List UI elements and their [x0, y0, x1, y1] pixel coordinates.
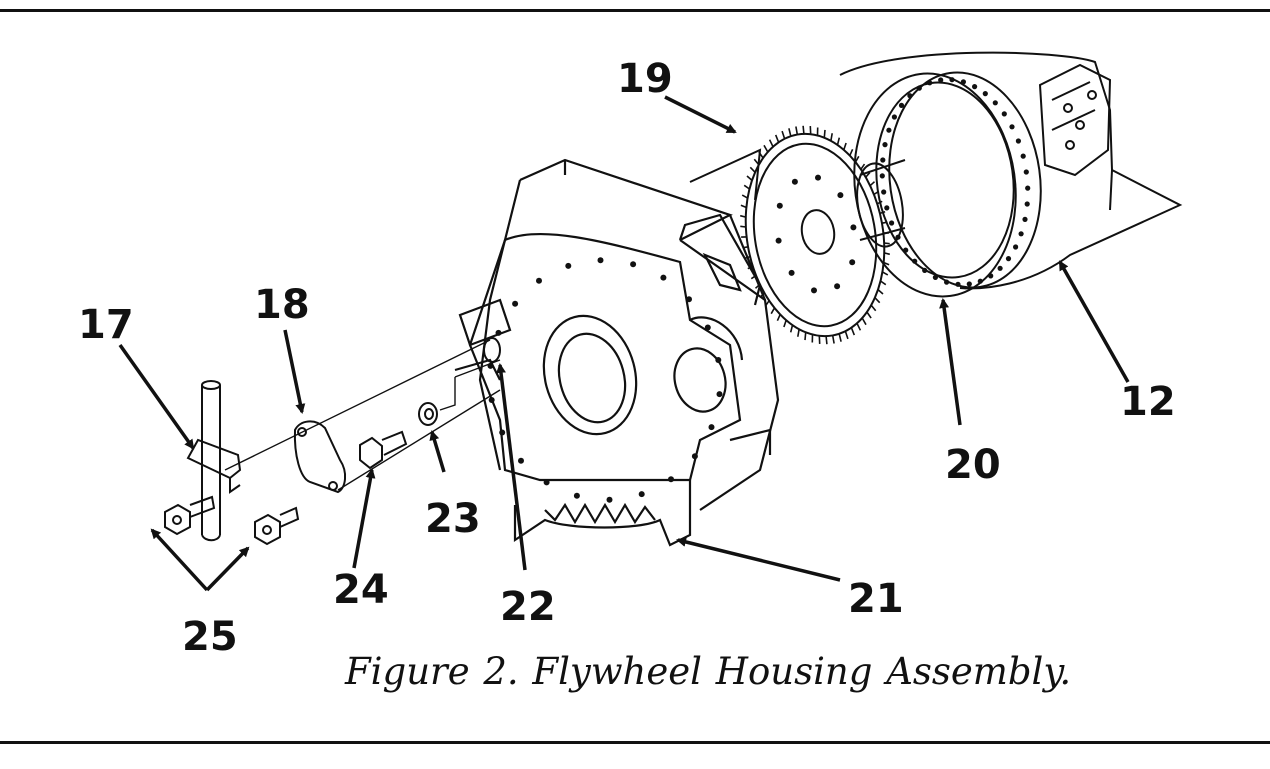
callout-17: 17: [78, 302, 134, 348]
bolt-hole: [837, 192, 844, 199]
washer: [418, 402, 438, 426]
bolt-hole: [850, 224, 857, 231]
bolt-hole: [565, 262, 572, 269]
bolt-hole: [536, 277, 542, 284]
bolt-hole: [960, 79, 967, 85]
bolt-hole: [495, 329, 502, 336]
figure-caption: Figure 2. Flywheel Housing Assembly.: [345, 650, 1072, 693]
callout-18: 18: [254, 282, 310, 328]
bolt-hole: [1023, 169, 1029, 175]
bolt-hole: [891, 114, 898, 120]
bolt-hole: [1024, 201, 1030, 207]
callout-19: 19: [617, 56, 673, 102]
bolt-hole: [884, 205, 890, 211]
callout-22: 22: [500, 584, 556, 630]
flange-bolts: [164, 495, 300, 546]
bolt-hole: [686, 296, 692, 303]
bolt-hole: [704, 324, 711, 331]
bolt-hole: [775, 237, 782, 244]
bolt-hole: [543, 479, 550, 486]
bolt-hole: [955, 281, 961, 287]
flywheel-housing: [454, 158, 780, 547]
bolt-hole: [879, 173, 885, 179]
bolt-hole: [966, 281, 972, 287]
bottom-rule: [0, 741, 1270, 744]
assembly-lines: [224, 339, 501, 491]
bolt-hole: [499, 429, 506, 436]
bolt-hole: [889, 220, 895, 226]
bolt-hole: [488, 397, 495, 403]
bolt-hole: [834, 283, 841, 290]
bolt-hole: [1009, 124, 1015, 130]
bolt-hole: [518, 457, 524, 464]
bolt-hole: [788, 269, 795, 276]
bolt-hole: [708, 424, 715, 431]
top-rule: [0, 9, 1270, 12]
tube-bracket: [186, 380, 242, 542]
converter-ring: [853, 71, 1042, 298]
callout-21: 21: [848, 576, 904, 622]
bolt-hole: [977, 278, 983, 284]
bolt-hole: [1015, 138, 1022, 144]
flywheel: [689, 125, 906, 345]
bolt-hole: [882, 142, 888, 148]
bolt-hole: [944, 279, 950, 285]
bolt-hole: [927, 80, 933, 86]
bolt-hole: [512, 300, 519, 307]
engine-block: [839, 51, 1183, 290]
callout-24: 24: [333, 567, 389, 613]
bolt-hole: [982, 91, 988, 97]
bolt-hole: [660, 274, 667, 281]
bolt-hole: [881, 189, 887, 195]
housing-seal: [483, 337, 501, 363]
bolt-hole: [898, 102, 905, 108]
bolt-hole: [791, 178, 798, 185]
bolt-hole: [606, 496, 613, 503]
bolt-hole: [716, 391, 723, 398]
bolt-hole: [886, 127, 892, 133]
bolt-hole: [597, 257, 604, 264]
bolt-hole: [916, 85, 922, 91]
bolt-hole: [1020, 153, 1026, 159]
callout-23: 23: [425, 496, 481, 542]
bolt-hole: [849, 259, 856, 266]
bolt-hole: [938, 77, 944, 83]
bolt-hole: [1001, 111, 1007, 117]
bolt-hole: [903, 247, 909, 253]
bolt-hole: [691, 453, 698, 460]
bolt-hole: [907, 93, 913, 99]
callout-25: 25: [182, 614, 238, 660]
bolt-hole: [988, 273, 994, 279]
bolt-hole: [668, 476, 674, 483]
bolt-hole: [638, 491, 645, 498]
callout-arrows: [118, 95, 1130, 592]
bolt: [359, 430, 408, 470]
bolt-hole: [922, 267, 928, 273]
bolt-hole: [912, 258, 918, 264]
bolt-hole: [1018, 231, 1024, 237]
bolt-hole: [630, 261, 637, 268]
bolt-hole: [932, 274, 939, 280]
bolt-hole: [880, 157, 886, 163]
bolt-hole: [949, 77, 955, 83]
bolt-hole: [715, 357, 722, 363]
callout-12: 12: [1120, 379, 1176, 425]
bolt-hole: [992, 100, 998, 106]
bolt-hole: [573, 492, 580, 499]
bolt-hole: [1022, 216, 1028, 222]
bolt-hole: [1025, 185, 1031, 191]
bolt-hole: [1013, 244, 1019, 250]
bolt-hole: [811, 287, 817, 294]
cover-plate: [293, 420, 346, 494]
bolt-hole: [997, 265, 1003, 271]
bolt-hole: [972, 84, 978, 90]
bolt-hole: [1005, 256, 1012, 262]
callout-20: 20: [945, 442, 1001, 488]
bolt-hole: [776, 202, 783, 209]
bolt-hole: [815, 174, 821, 181]
